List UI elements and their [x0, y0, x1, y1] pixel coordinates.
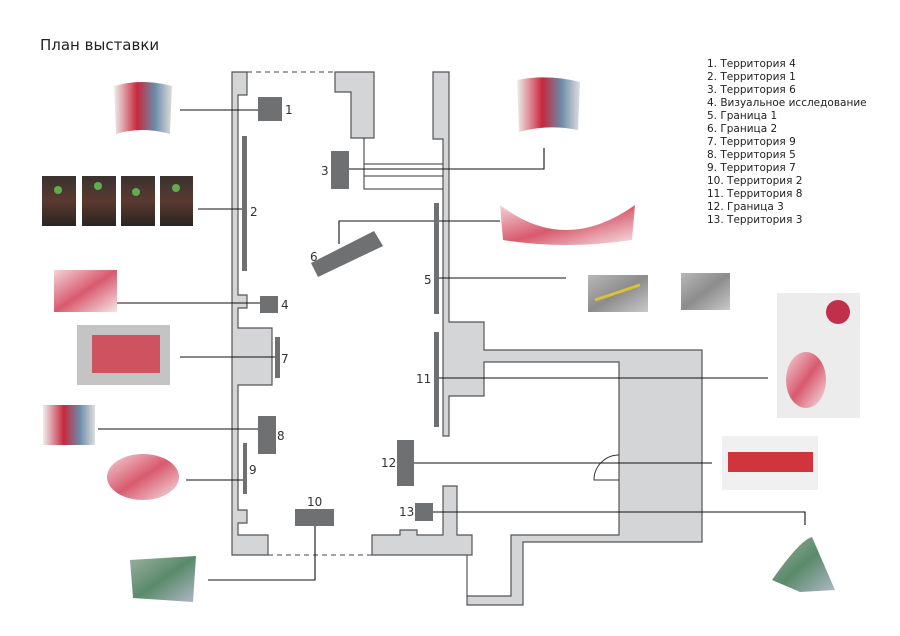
marker-1: 1 — [285, 103, 293, 117]
legend-item: 5. Граница 1 — [707, 110, 778, 122]
leader-lines — [98, 109, 806, 581]
marker-12: 12 — [381, 456, 396, 470]
exhibit-4 — [260, 296, 278, 313]
right-wall-and-corridor — [432, 71, 703, 606]
photo-territory-6 — [517, 77, 580, 132]
legend-item: 10. Территория 2 — [707, 175, 803, 187]
left-wall — [231, 71, 273, 556]
stairs — [363, 138, 443, 190]
exhibit-3 — [331, 151, 349, 189]
photo-territory-3 — [772, 537, 835, 592]
photo-border-2 — [500, 205, 635, 245]
exhibit-9 — [243, 443, 247, 494]
legend-item: 1. Территория 4 — [707, 58, 796, 70]
exhibit-8 — [258, 416, 276, 454]
exhibit-12 — [397, 440, 414, 486]
photo-territory-4 — [114, 82, 172, 134]
page-title: План выставки — [40, 36, 160, 54]
photo-territory-1-d — [160, 176, 193, 226]
bottom-right-wall — [371, 485, 473, 556]
photo-territory-5 — [43, 405, 95, 445]
photo-visual-research — [54, 270, 117, 312]
photo-border-1-b — [681, 273, 730, 310]
exhibit-2 — [242, 136, 247, 271]
legend-item: 11. Территория 8 — [707, 188, 803, 200]
legend-item: 8. Территория 5 — [707, 149, 796, 161]
photo-territory-7 — [107, 454, 179, 500]
marker-5: 5 — [424, 273, 432, 287]
legend-item: 2. Территория 1 — [707, 71, 796, 83]
legend-item: 12. Граница 3 — [707, 201, 784, 213]
marker-3: 3 — [321, 164, 329, 178]
exhibit-photos — [42, 77, 860, 602]
photo-border-3-detail — [728, 452, 813, 472]
photo-border-1-a-stroke — [594, 283, 641, 302]
legend-item: 13. Территория 3 — [707, 214, 803, 226]
exhibit-7 — [275, 337, 280, 378]
photo-territory-1-a — [42, 176, 76, 226]
legend: 1. Территория 4 2. Территория 1 3. Терри… — [707, 58, 867, 227]
marker-4: 4 — [281, 298, 289, 312]
marker-9: 9 — [249, 463, 257, 477]
marker-2: 2 — [250, 205, 258, 219]
exhibit-1 — [258, 97, 282, 121]
exhibit-11 — [434, 332, 439, 427]
marker-8: 8 — [277, 429, 285, 443]
photo-territory-8-detail-b — [786, 352, 826, 408]
exhibit-5 — [434, 203, 439, 314]
exhibit-13 — [415, 503, 433, 521]
exhibit-10 — [295, 509, 334, 526]
legend-item: 6. Граница 2 — [707, 123, 778, 135]
exhibit-6 — [311, 231, 383, 277]
marker-10: 10 — [307, 495, 322, 509]
photo-territory-1-leaves — [54, 182, 180, 196]
legend-item: 3. Территория 6 — [707, 84, 796, 96]
legend-item: 4. Визуальное исследование — [707, 97, 867, 109]
photo-territory-2 — [130, 556, 196, 602]
photo-territory-8-detail-a — [826, 300, 850, 324]
legend-item: 9. Территория 7 — [707, 162, 796, 174]
marker-13: 13 — [399, 505, 414, 519]
marker-11: 11 — [416, 372, 431, 386]
photo-territory-9-detail — [92, 335, 160, 373]
photo-territory-1-c — [121, 176, 155, 226]
legend-item: 7. Территория 9 — [707, 136, 796, 148]
marker-6: 6 — [310, 250, 318, 264]
top-pillar — [334, 71, 375, 139]
marker-7: 7 — [281, 352, 289, 366]
door-swing — [593, 454, 620, 481]
